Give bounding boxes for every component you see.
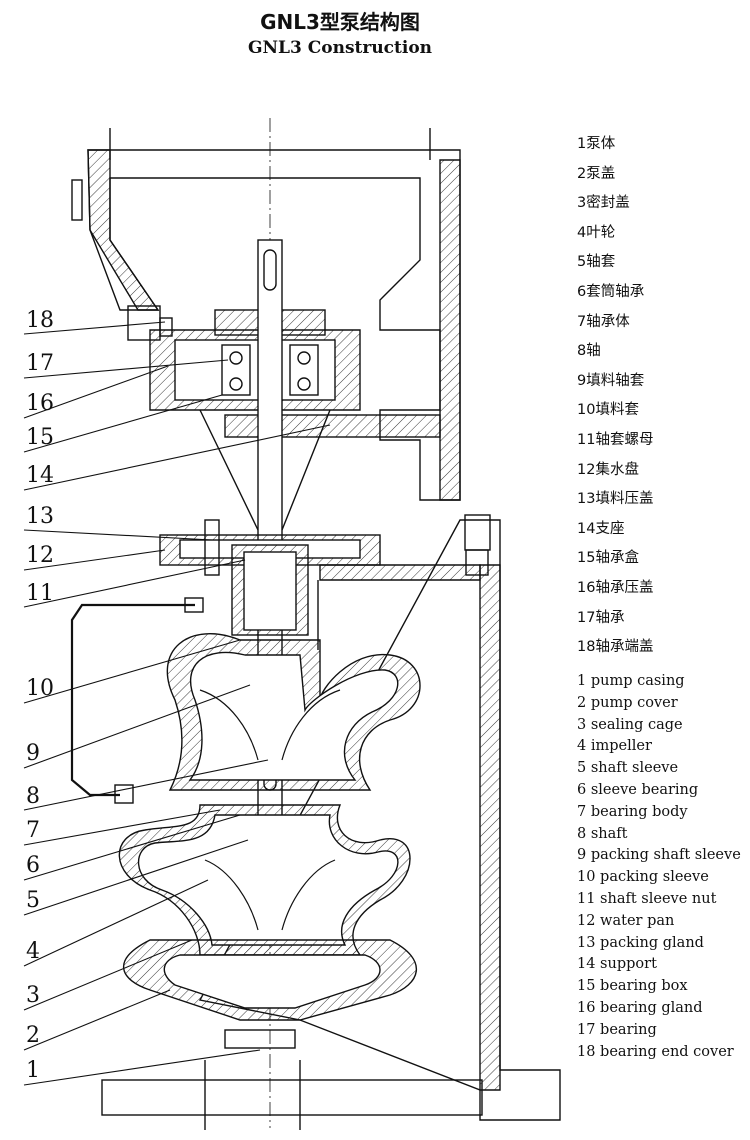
leader-18 bbox=[23, 321, 166, 335]
legend-cn-item: 4叶轮 bbox=[577, 224, 616, 241]
title-english: GNL3 Construction bbox=[247, 38, 433, 58]
legend-cn-item: 10填料套 bbox=[577, 402, 639, 419]
legend-cn-item: 5轴套 bbox=[577, 254, 616, 271]
callout-13: 13 bbox=[26, 504, 54, 529]
pump-casing-wall bbox=[479, 564, 501, 1091]
title-chinese: GNL3型泵结构图 bbox=[260, 10, 420, 34]
callout-3: 3 bbox=[26, 983, 40, 1008]
leader-16 bbox=[23, 365, 169, 419]
legend-english: 1 pump casing 2 pump cover 3 sealing cag… bbox=[577, 671, 741, 1063]
legend-en-item: 13 packing gland bbox=[577, 934, 704, 951]
callout-11: 11 bbox=[26, 581, 54, 606]
legend-en-item: 14 support bbox=[577, 956, 657, 973]
legend-en-item: 3 sealing cage bbox=[577, 716, 683, 733]
callout-10: 10 bbox=[26, 676, 54, 701]
legend-en-item: 8 shaft bbox=[577, 825, 628, 842]
impeller-1 bbox=[199, 689, 341, 761]
legend-en-item: 4 impeller bbox=[577, 738, 652, 755]
legend-en-item: 16 bearing gland bbox=[577, 999, 703, 1016]
callout-5: 5 bbox=[26, 888, 40, 913]
legend-cn-item: 16轴承压盖 bbox=[577, 579, 654, 596]
legend-cn-item: 3密封盖 bbox=[577, 195, 630, 212]
legend-cn-item: 7轴承体 bbox=[577, 313, 630, 330]
callout-9: 9 bbox=[26, 741, 40, 766]
legend-cn-item: 18轴承端盖 bbox=[577, 639, 654, 656]
callout-17: 17 bbox=[26, 351, 54, 376]
legend-cn-item: 6套筒轴承 bbox=[577, 283, 645, 300]
callout-6: 6 bbox=[26, 853, 40, 878]
leader-9 bbox=[23, 684, 251, 769]
leader-7 bbox=[23, 809, 221, 846]
legend-en-item: 11 shaft sleeve nut bbox=[577, 890, 717, 907]
callout-7: 7 bbox=[26, 818, 40, 843]
leader-1 bbox=[23, 1049, 261, 1086]
leader-6 bbox=[23, 814, 241, 881]
legend-chinese: 1泵体 2泵盖 3密封盖 4叶轮 5轴套 6套筒轴承 7轴承体 8轴 9填料轴套… bbox=[577, 134, 653, 667]
legend-cn-item: 15轴承盒 bbox=[577, 550, 639, 567]
leader-10 bbox=[23, 639, 241, 704]
legend-cn-item: 1泵体 bbox=[577, 136, 616, 152]
motor-stand-hatch bbox=[87, 149, 160, 311]
leader-8 bbox=[23, 759, 269, 811]
leader-2 bbox=[23, 989, 171, 1051]
leader-13 bbox=[23, 529, 213, 541]
legend-cn-item: 13填料压盖 bbox=[577, 491, 654, 508]
base-foot bbox=[101, 1079, 483, 1116]
leader-5 bbox=[23, 839, 249, 916]
legend-en-item: 9 packing shaft sleeve bbox=[577, 847, 741, 864]
impeller-2 bbox=[204, 859, 336, 931]
motor-stand-hatch-right bbox=[439, 159, 461, 501]
callout-12: 12 bbox=[26, 543, 54, 568]
legend-en-item: 18 bearing end cover bbox=[577, 1043, 734, 1060]
leader-14 bbox=[23, 424, 331, 491]
legend-en-item: 10 packing sleeve bbox=[577, 869, 709, 886]
callout-18: 18 bbox=[26, 308, 54, 333]
callout-15: 15 bbox=[26, 425, 54, 450]
callout-8: 8 bbox=[26, 784, 40, 809]
legend-cn-item: 14支座 bbox=[577, 520, 625, 537]
legend-cn-item: 11轴套螺母 bbox=[577, 431, 654, 448]
legend-en-item: 5 shaft sleeve bbox=[577, 760, 679, 777]
callout-1: 1 bbox=[26, 1058, 40, 1083]
legend-en-item: 2 pump cover bbox=[577, 694, 678, 711]
legend-en-item: 1 pump casing bbox=[577, 673, 685, 689]
callout-16: 16 bbox=[26, 391, 54, 416]
legend-cn-item: 8轴 bbox=[577, 343, 601, 360]
leader-17 bbox=[23, 359, 229, 379]
legend-en-item: 7 bearing body bbox=[577, 803, 688, 820]
legend-en-item: 6 sleeve bearing bbox=[577, 781, 699, 798]
legend-en-item: 12 water pan bbox=[577, 912, 675, 929]
legend-en-item: 17 bearing bbox=[577, 1021, 657, 1038]
leader-11 bbox=[23, 559, 246, 608]
callout-14: 14 bbox=[26, 463, 54, 488]
callout-4: 4 bbox=[26, 939, 40, 964]
leader-4 bbox=[23, 879, 209, 967]
legend-cn-item: 2泵盖 bbox=[577, 165, 616, 182]
legend-cn-item: 17轴承 bbox=[577, 609, 625, 626]
leader-12 bbox=[23, 549, 166, 571]
legend-en-item: 15 bearing box bbox=[577, 978, 688, 995]
leader-3 bbox=[23, 939, 193, 1011]
callout-2: 2 bbox=[26, 1023, 40, 1048]
legend-cn-item: 9填料轴套 bbox=[577, 372, 645, 389]
leader-15 bbox=[23, 394, 223, 453]
legend-cn-item: 12集水盘 bbox=[577, 461, 639, 478]
